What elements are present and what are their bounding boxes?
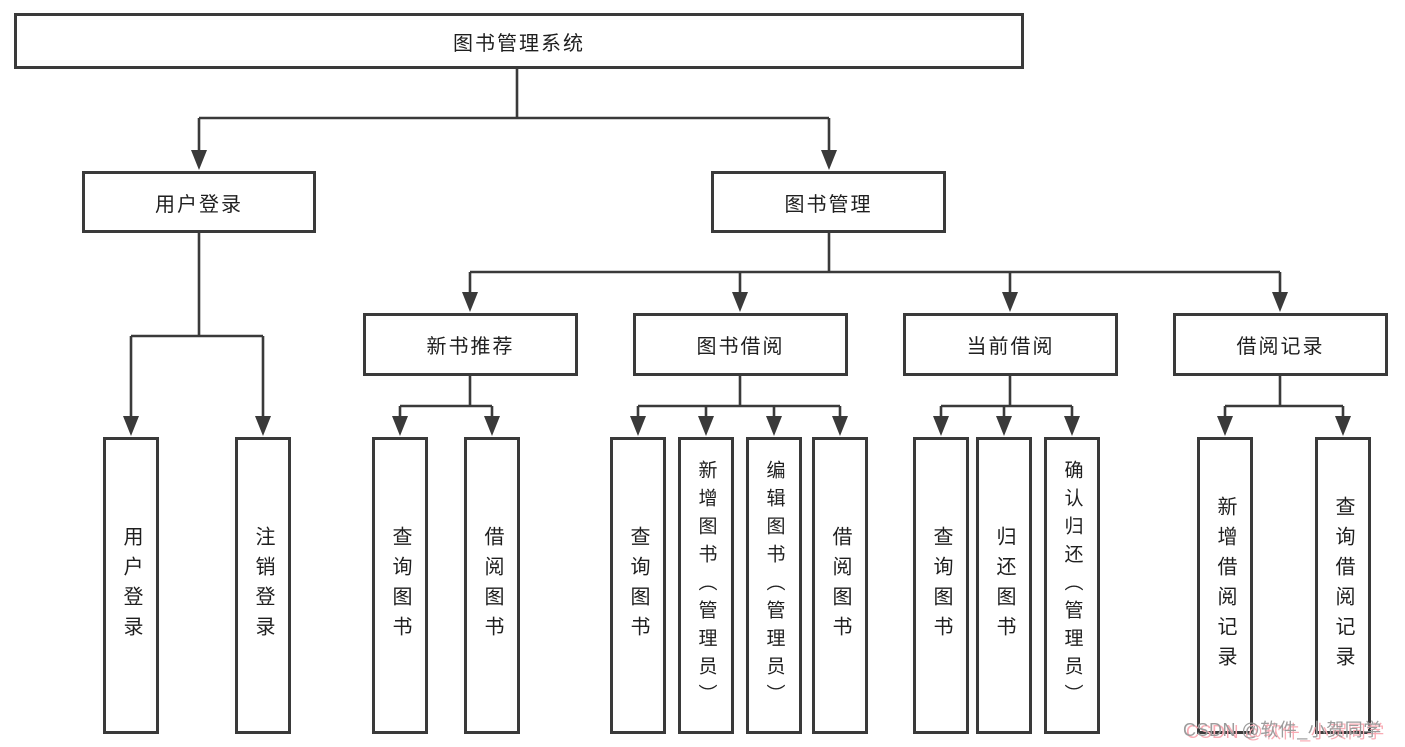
node-book-borrow: 图书借阅 (633, 313, 848, 376)
node-query-book-2: 查询图书 (610, 437, 666, 734)
node-label: 归还图书 (993, 525, 1015, 646)
node-label: 借阅图书 (481, 525, 503, 646)
node-label: 用户登录 (120, 525, 142, 646)
node-return-book: 归还图书 (976, 437, 1032, 734)
arrowhead-icon (766, 416, 782, 436)
node-book-management: 图书管理 (711, 171, 946, 233)
node-logout: 注销登录 (235, 437, 291, 734)
connector-current-borrow-children (933, 376, 1080, 436)
arrowhead-icon (1064, 416, 1080, 436)
node-query-borrow-record: 查询借阅记录 (1315, 437, 1371, 734)
node-edit-book-admin: 编辑图书（管理员） (746, 437, 802, 734)
node-label: 新增借阅记录 (1214, 495, 1236, 676)
arrowhead-icon (732, 292, 748, 312)
connector-root-to-level2 (191, 69, 837, 170)
arrowhead-icon (123, 416, 139, 436)
connector-user-login-children (123, 233, 271, 436)
connector-borrow-record-children (1217, 376, 1351, 436)
arrowhead-icon (698, 416, 714, 436)
node-label: 新增图书（管理员） (695, 459, 717, 712)
node-label: 新书推荐 (426, 336, 515, 358)
arrowhead-icon (1217, 416, 1233, 436)
node-label: 借阅图书 (829, 525, 851, 646)
node-label: 当前借阅 (966, 336, 1055, 358)
node-user-login-leaf: 用户登录 (103, 437, 159, 734)
node-add-book-admin: 新增图书（管理员） (678, 437, 734, 734)
arrowhead-icon (484, 416, 500, 436)
arrowhead-icon (1272, 292, 1288, 312)
arrowhead-icon (255, 416, 271, 436)
arrowhead-icon (933, 416, 949, 436)
node-borrow-book-2: 借阅图书 (812, 437, 868, 734)
arrowhead-icon (191, 150, 207, 170)
arrowhead-icon (462, 292, 478, 312)
node-add-borrow-record: 新增借阅记录 (1197, 437, 1253, 734)
node-query-book-1: 查询图书 (372, 437, 428, 734)
node-label: 图书管理系统 (453, 32, 585, 55)
csdn-watermark: CSDN @软件_小贺同学 (1183, 720, 1382, 740)
connector-book-mgmt-children (462, 233, 1288, 312)
node-label: 查询借阅记录 (1332, 495, 1354, 676)
node-label: 图书管理 (784, 193, 873, 216)
node-query-book-3: 查询图书 (913, 437, 969, 734)
arrowhead-icon (832, 416, 848, 436)
node-label: 查询图书 (389, 525, 411, 646)
connector-new-book-children (392, 376, 500, 436)
node-label: 用户登录 (155, 193, 243, 216)
node-new-book-recommend: 新书推荐 (363, 313, 578, 376)
connector-book-borrow-children (630, 376, 848, 436)
node-label: 图书借阅 (696, 336, 785, 358)
node-label: 借阅记录 (1236, 336, 1325, 358)
node-label: 注销登录 (252, 525, 274, 646)
node-label: 编辑图书（管理员） (763, 459, 785, 712)
node-confirm-return-admin: 确认归还（管理员） (1044, 437, 1100, 734)
node-root-system: 图书管理系统 (14, 13, 1024, 69)
arrowhead-icon (392, 416, 408, 436)
node-label: 确认归还（管理员） (1061, 459, 1083, 712)
node-label: 查询图书 (930, 525, 952, 646)
arrowhead-icon (1335, 416, 1351, 436)
node-borrow-record: 借阅记录 (1173, 313, 1388, 376)
arrowhead-icon (1002, 292, 1018, 312)
arrowhead-icon (821, 150, 837, 170)
arrowhead-icon (630, 416, 646, 436)
node-borrow-book-1: 借阅图书 (464, 437, 520, 734)
node-current-borrow: 当前借阅 (903, 313, 1118, 376)
node-user-login: 用户登录 (82, 171, 316, 233)
node-label: 查询图书 (627, 525, 649, 646)
arrowhead-icon (996, 416, 1012, 436)
